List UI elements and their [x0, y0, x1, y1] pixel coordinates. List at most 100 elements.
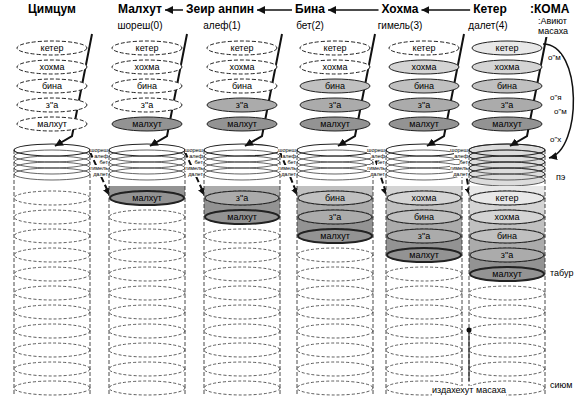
cylinder-ring [297, 381, 373, 395]
sefira-name: малхут [319, 119, 351, 129]
sefira-name: з"а [328, 212, 342, 222]
sefira-ellipse: малхут [388, 116, 460, 132]
ellipse-shape [387, 191, 461, 205]
level-ellipse: з"а [386, 228, 462, 244]
cylinder-ring [297, 362, 373, 376]
level-name: далет [281, 171, 296, 177]
sefira-name: малхут [491, 269, 523, 279]
sefira-ellipse: бина [206, 78, 278, 94]
cylinder-ring [386, 210, 462, 224]
ellipse-shape [387, 229, 461, 243]
sefira-name: бина [136, 81, 158, 91]
axis-label: :Авиют масаха [538, 17, 580, 37]
cylinder-ring [204, 267, 280, 281]
ellipse-shape [387, 210, 461, 224]
sefira-name: хохма [411, 193, 438, 203]
level-name: далет [453, 171, 468, 177]
cylinder-ring [386, 324, 462, 338]
sefira-name: з"а [328, 100, 342, 110]
sefira-name: з"а [45, 100, 59, 110]
sefira-name: з"а [500, 250, 514, 260]
ellipse-shape [112, 60, 182, 74]
cylinder-ring [386, 343, 462, 357]
sefira-name: малхут [491, 119, 523, 129]
cylinder-ring [14, 381, 90, 395]
cylinder-ring [109, 210, 185, 224]
cylinder-ring [14, 343, 90, 357]
sefira-name: малхут [36, 119, 68, 129]
subheading: алеф(1) [203, 20, 240, 31]
sefira-name: з"а [140, 100, 154, 110]
cylinder-ring [109, 362, 185, 376]
sefira-name: малхут [319, 231, 351, 241]
cylinder-ring [109, 381, 185, 395]
cylinder-ring [109, 229, 185, 243]
ellipse-shape [387, 248, 461, 262]
sefira-ellipse: малхут [471, 116, 543, 132]
ellipse-shape [298, 210, 372, 224]
sefira-ellipse: з"а [206, 97, 278, 113]
level-ellipse: малхут [469, 266, 545, 282]
side-label: пэ [556, 173, 565, 183]
transition-arrow [90, 152, 110, 196]
sefira-name: хохма [411, 62, 438, 72]
cylinder-ring [297, 191, 373, 205]
sefira-ellipse: з"а [16, 97, 88, 113]
cylinder-ring [386, 191, 462, 205]
ellipse-shape [17, 117, 87, 131]
ellipse-shape [470, 210, 544, 224]
ellipse-shape [300, 98, 370, 112]
cylinder-ring [386, 362, 462, 376]
ellipse-shape [112, 41, 182, 55]
sefira-ellipse: кетер [111, 40, 183, 56]
level-ellipse: малхут [204, 209, 280, 225]
cylinder-ring [14, 267, 90, 281]
leader-line [469, 330, 470, 381]
sefira-name: бина [231, 81, 253, 91]
sefira-ellipse: хохма [471, 59, 543, 75]
cylinder-ring [204, 362, 280, 376]
side-label: о"м [554, 108, 567, 117]
ellipse-shape [110, 191, 184, 205]
transition-arrow [185, 152, 205, 196]
cylinder-ring [469, 191, 545, 205]
sefira-ellipse: хохма [111, 59, 183, 75]
ellipse-shape [207, 98, 277, 112]
sefira-name: малхут [131, 193, 163, 203]
ellipse-shape [17, 79, 87, 93]
cylinder-ring [109, 191, 185, 205]
transition-arrow [280, 152, 298, 196]
cylinder-ring [14, 362, 90, 376]
subheading: бет(2) [296, 20, 324, 31]
ellipse-shape [470, 267, 544, 281]
ellipse-shape [472, 117, 542, 131]
cylinder-ring [204, 305, 280, 319]
ellipse-shape [207, 117, 277, 131]
ellipse-shape [389, 41, 459, 55]
cylinder-ring [386, 229, 462, 243]
level-name: далет [188, 171, 203, 177]
ellipse-shape [298, 191, 372, 205]
cylinder-ring [204, 248, 280, 262]
level-ellipse: з"а [469, 247, 545, 263]
sefira-name: кетер [40, 43, 65, 53]
sefira-name: з"а [500, 100, 514, 110]
ellipse-shape [112, 79, 182, 93]
sefira-name: малхут [226, 119, 258, 129]
sefira-name: малхут [408, 119, 440, 129]
level-ellipse: з"а [297, 209, 373, 225]
sefira-ellipse: хохма [206, 59, 278, 75]
sefira-name: малхут [226, 212, 258, 222]
sefira-name: з"а [417, 231, 431, 241]
ellipse-shape [112, 117, 182, 131]
cylinder-ring [204, 324, 280, 338]
sefira-ellipse: хохма [299, 59, 371, 75]
sefira-ellipse: з"а [299, 97, 371, 113]
cylinder-ring [297, 343, 373, 357]
cylinder-ring [469, 305, 545, 319]
ellipse-shape [207, 79, 277, 93]
level-ellipse: кетер [469, 190, 545, 206]
cylinder-ring [297, 229, 373, 243]
level-ring [204, 168, 280, 180]
side-label: о"я [550, 94, 562, 103]
